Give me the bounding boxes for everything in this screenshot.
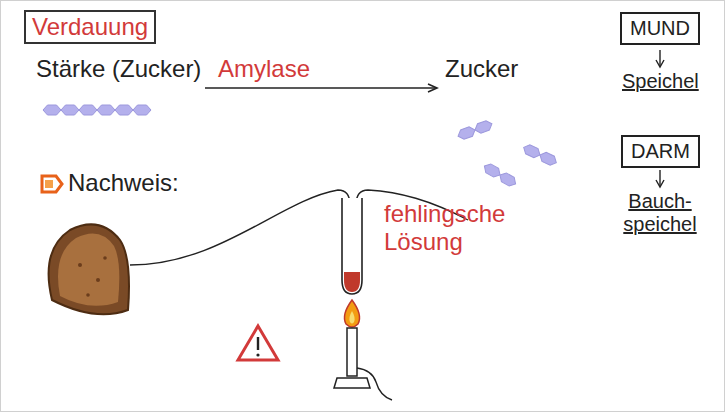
label: Bauch- speichel: [617, 190, 703, 236]
test-tube: [342, 198, 362, 294]
label: Nachweis:: [68, 169, 179, 197]
place-box: DARM: [621, 135, 700, 168]
box-text: DARM: [631, 140, 690, 163]
box-text: MUND: [630, 17, 690, 40]
pointer-tag: [42, 176, 62, 192]
title: Verdauung: [24, 10, 156, 44]
label: Stärke (Zucker): [36, 55, 201, 83]
warning-sign: [238, 326, 278, 360]
bread: [49, 224, 129, 314]
label: Speichel: [622, 70, 699, 93]
bunsen-burner: [334, 300, 392, 400]
sugar-pieces: [456, 119, 558, 188]
label: Zucker: [445, 55, 518, 83]
place-box: MUND: [620, 12, 700, 45]
reaction-arrow: [205, 84, 437, 92]
label: Amylase: [218, 55, 310, 83]
starch-chain: [43, 105, 151, 115]
label: fehlingsche Lösung: [384, 200, 524, 255]
